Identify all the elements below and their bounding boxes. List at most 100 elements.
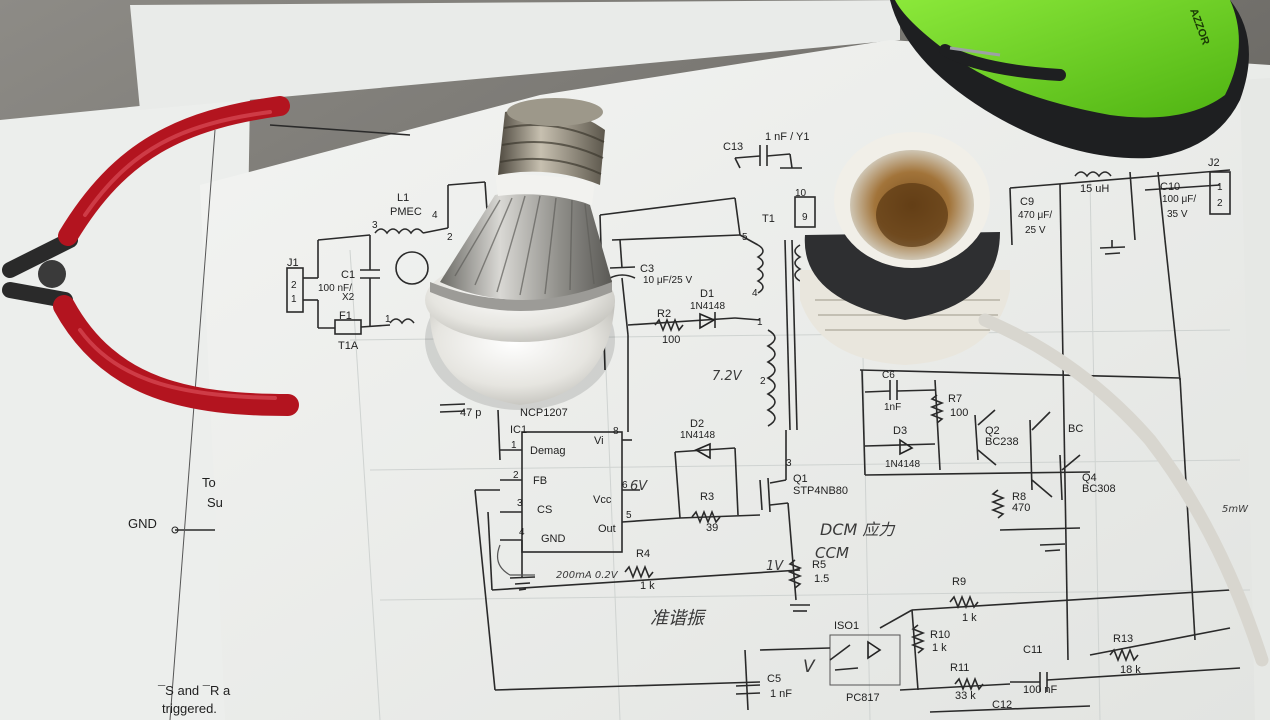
top-paper-sheet bbox=[130, 0, 900, 110]
optocoupler-led bbox=[867, 640, 882, 660]
l1-pin4-label: 4 bbox=[432, 210, 438, 221]
r5-label: R5 bbox=[812, 559, 826, 571]
connector-j2 bbox=[1209, 171, 1231, 215]
note-1v: 1V bbox=[766, 559, 784, 574]
transformer-t1-secondary bbox=[794, 244, 802, 282]
pin-demag-label: Demag bbox=[530, 445, 565, 457]
note-6v: 6V bbox=[630, 479, 648, 494]
c10-volt-label: 35 V bbox=[1167, 209, 1188, 220]
pin5-label: 5 bbox=[626, 510, 632, 521]
r7-label: R7 bbox=[948, 393, 962, 405]
pin3-label: 3 bbox=[517, 498, 523, 509]
resistor-r4 bbox=[624, 564, 654, 580]
pin4-label: 4 bbox=[519, 527, 525, 538]
pmec-core bbox=[395, 251, 429, 285]
lamp-socket bbox=[800, 132, 1269, 667]
resistor-r10 bbox=[910, 624, 926, 654]
pliers-jaw-bottom bbox=[2, 282, 73, 308]
q3-label: BC bbox=[1068, 423, 1083, 435]
left-su-label: Su bbox=[207, 495, 223, 510]
j2-pin1-label: 1 bbox=[1217, 182, 1223, 193]
socket-cable bbox=[978, 313, 1269, 667]
c9-volt-label: 25 V bbox=[1025, 225, 1046, 236]
diode-d1 bbox=[699, 312, 716, 330]
q4-value-label: BC308 bbox=[1082, 483, 1116, 495]
resistor-r5 bbox=[787, 559, 803, 589]
left-to-label: To bbox=[202, 475, 216, 490]
r10-label: R10 bbox=[930, 629, 950, 641]
c9-value-label: 470 μF/ bbox=[1018, 210, 1052, 221]
l1-pin2-label: 2 bbox=[447, 232, 453, 243]
j1-label: J1 bbox=[287, 257, 299, 269]
r2-value-label: 100 bbox=[662, 334, 680, 346]
computer-mouse: AZZOR bbox=[890, 0, 1249, 159]
right-paper-edge bbox=[1240, 78, 1270, 720]
d1-label: D1 bbox=[700, 288, 714, 300]
note-quasi-resonant: 准谐振 bbox=[650, 608, 707, 629]
r13-label: R13 bbox=[1113, 633, 1133, 645]
r13-value-label: 18 k bbox=[1120, 664, 1141, 676]
r10-value-label: 1 k bbox=[932, 642, 947, 654]
note-right: 5mW bbox=[1222, 504, 1249, 515]
pin-gnd-label: GND bbox=[541, 533, 566, 545]
led-bulb bbox=[425, 98, 615, 410]
connector-j1 bbox=[286, 267, 304, 313]
resistor-r9 bbox=[949, 594, 979, 610]
c11-value-label: 100 nF bbox=[1023, 684, 1058, 696]
mouse-grip bbox=[939, 44, 1066, 81]
t1-pin5-label: 5 bbox=[742, 232, 748, 243]
c6-value-label: 1nF bbox=[884, 402, 901, 413]
t1-pin1-label: 1 bbox=[757, 317, 763, 328]
j1-pin2-label: 2 bbox=[291, 280, 297, 291]
pin6-label: 6 bbox=[622, 480, 628, 491]
schematic-labels: J1 2 1 L1 PMEC 3 4 1 2 C1 100 nF/ X2 F1 … bbox=[287, 131, 1223, 711]
pin-cs-label: CS bbox=[537, 504, 552, 516]
c47p-label: 47 p bbox=[460, 407, 481, 419]
note-ccm: CCM bbox=[815, 544, 849, 562]
t1-label: T1 bbox=[762, 213, 775, 225]
c5-value-label: 1 nF bbox=[770, 688, 792, 700]
r3-value-label: 39 bbox=[706, 522, 718, 534]
pin-vi-label: Vi bbox=[594, 435, 604, 447]
left-triggered-label: triggered. bbox=[162, 701, 217, 716]
note-v: V bbox=[803, 657, 816, 677]
note-dcm: DCM 应力 bbox=[820, 520, 896, 539]
r8-label: R8 bbox=[1012, 491, 1026, 503]
c12-label: C12 bbox=[992, 699, 1012, 711]
t1-pin10-label: 10 bbox=[795, 188, 807, 199]
pin-fb-label: FB bbox=[533, 475, 547, 487]
q2-value-label: BC238 bbox=[985, 436, 1019, 448]
r11-value-label: 33 k bbox=[955, 690, 976, 702]
r7-value-label: 100 bbox=[950, 407, 968, 419]
transformer-t1-primary bbox=[756, 244, 764, 294]
r11-label: R11 bbox=[950, 662, 969, 674]
resistor-r2 bbox=[654, 317, 684, 333]
l1-label: L1 bbox=[397, 192, 409, 204]
q1-pin3-label: 3 bbox=[786, 458, 792, 469]
t1-pin9-label: 9 bbox=[802, 212, 808, 223]
q2-label: Q2 bbox=[985, 425, 1000, 437]
bulb-neck bbox=[495, 172, 595, 205]
t1-pin4-label: 4 bbox=[752, 288, 758, 299]
resistor-r8 bbox=[990, 489, 1006, 519]
l1-pin3-label: 3 bbox=[372, 220, 378, 231]
transformer-t1-aux bbox=[766, 329, 776, 427]
c1-x2-label: X2 bbox=[342, 292, 355, 303]
pin2-label: 2 bbox=[513, 470, 519, 481]
c10-value-label: 100 μF/ bbox=[1162, 194, 1196, 205]
d3-value-label: 1N4148 bbox=[885, 459, 920, 470]
ic1-label: IC1 bbox=[510, 424, 527, 436]
left-sheet-content: GND To Su ¯S and ¯R a triggered. bbox=[128, 124, 411, 720]
j2-label: J2 bbox=[1208, 157, 1220, 169]
ic1-ncp1207 bbox=[521, 431, 623, 553]
t1a-label: T1A bbox=[338, 340, 359, 352]
resistor-r3 bbox=[691, 509, 721, 525]
diode-d2 bbox=[694, 442, 711, 460]
left-gnd-label: GND bbox=[128, 516, 157, 531]
c1-label: C1 bbox=[341, 269, 355, 281]
resistor-r13 bbox=[1109, 647, 1139, 663]
l1-pin1-label: 1 bbox=[385, 314, 391, 325]
pin-vcc-label: Vcc bbox=[593, 494, 612, 506]
